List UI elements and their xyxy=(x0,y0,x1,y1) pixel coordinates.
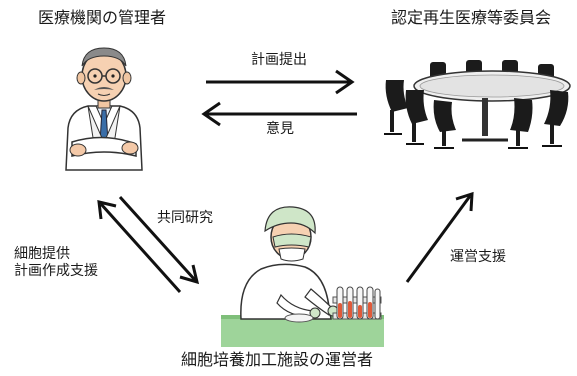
meeting-table-illustration xyxy=(384,60,571,149)
node-facility-label: 細胞培養加工施設の運営者 xyxy=(181,350,374,369)
cell-provision-arrow xyxy=(97,200,182,294)
lab-technician-illustration xyxy=(221,206,384,347)
opinion-arrow xyxy=(201,101,357,127)
edge-opinion-label: 意見 xyxy=(266,121,294,137)
node-committee-label: 認定再生医療等委員会 xyxy=(391,8,552,27)
edge-plan-submission-label: 計画提出 xyxy=(251,52,307,68)
edge-cell-provision-label: 細胞提供 計画作成支援 xyxy=(14,246,98,279)
node-manager-label: 医療機関の管理者 xyxy=(38,8,167,27)
doctor-illustration xyxy=(65,47,143,171)
joint-research-arrow xyxy=(118,195,200,285)
edge-joint-research-label: 共同研究 xyxy=(157,210,213,226)
plan-submission-arrow xyxy=(206,69,355,95)
operation-support-arrow xyxy=(405,191,474,283)
edge-operation-support-label: 運営支援 xyxy=(450,249,506,265)
